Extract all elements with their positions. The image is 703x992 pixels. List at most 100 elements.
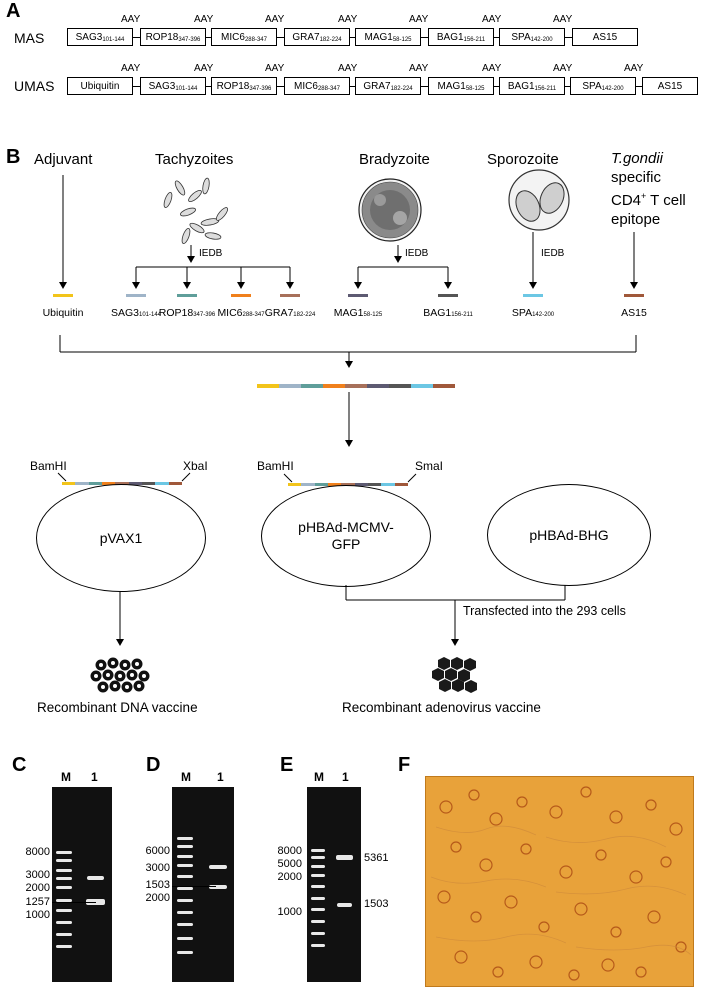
gel-c-ladder-band	[56, 851, 72, 854]
sporozoite-heading: Sporozoite	[487, 151, 559, 168]
pvax1-insert-bag1-piece	[141, 482, 156, 485]
segment-mag1-name: MAG1	[333, 307, 364, 319]
pvax1-insert-gra7-piece	[115, 482, 129, 485]
aay-linker-label: AAY	[121, 14, 141, 25]
segment-mic6-name: MIC6	[217, 307, 243, 319]
phbad-insert-as15-piece	[394, 483, 408, 486]
linker-line	[350, 86, 355, 87]
umas-fragment-as15: AS15	[642, 77, 698, 95]
umas-fragment-ubiquitin: Ubiquitin	[67, 77, 133, 95]
mas-fragment-sag3-range: 101-144	[102, 36, 125, 43]
fusion-gra7-piece	[345, 384, 367, 388]
pvax1-insert-rop18-piece	[88, 482, 102, 485]
panel-f-label: F	[398, 754, 411, 776]
pvax1-label: pVAX1	[99, 529, 143, 546]
segment-mag1-range: 58-125	[363, 312, 383, 318]
iedb-label-tachyzoite: IEDB	[199, 248, 223, 259]
dna-vaccine-label: Recombinant DNA vaccine	[37, 700, 198, 715]
phbad-insert-gra7-piece	[341, 483, 355, 486]
transfection-label: Transfected into the 293 cells	[463, 604, 626, 618]
segment-spa-label: SPA142-200	[512, 307, 554, 319]
segment-ubiquitin-name: Ubiquitin	[42, 307, 84, 319]
fusion-mic6-piece	[323, 384, 345, 388]
gel-c-1257-pointer	[52, 902, 96, 903]
gel-e-marker-2000: 2000	[277, 871, 302, 883]
aay-linker-label: AAY	[194, 63, 214, 74]
linker-line	[133, 37, 140, 38]
iedb-label-sporozoite: IEDB	[541, 248, 565, 259]
phbad-insert-rop18-piece	[314, 483, 328, 486]
aay-linker-label: AAY	[553, 63, 573, 74]
gel-e-sample-band	[336, 855, 353, 860]
segment-as15-label: AS15	[621, 307, 647, 319]
tachyzoite-icon	[163, 177, 229, 244]
gel-d-ladder-band	[177, 855, 193, 858]
gel-c-lane-label: 1	[91, 770, 98, 784]
gel-c	[52, 787, 112, 982]
adenovirus-particles-icon	[432, 657, 477, 693]
segment-mic6-label: MIC6288-347	[217, 307, 264, 319]
mas-fragment-as15: AS15	[572, 28, 638, 46]
segment-bag1-tick	[438, 294, 458, 297]
segment-rop18-range: 347-396	[193, 312, 216, 318]
gel-d-marker-1503: 1503	[145, 879, 170, 891]
segment-ubiquitin-label: Ubiquitin	[43, 307, 84, 319]
cd4-prefix: CD4	[611, 192, 642, 209]
fusion-mag1-piece	[367, 384, 389, 388]
segment-rop18-name: ROP18	[158, 307, 194, 319]
smai-label: SmaI	[415, 459, 444, 473]
umas-fragment-spa-name: SPA	[582, 80, 602, 92]
pvax1-insert-as15-piece	[168, 482, 182, 485]
umas-fragment-mag1-range: 58-125	[465, 85, 485, 92]
gel-c-marker-1257: 1257	[25, 896, 50, 908]
gel-e-ladder-band	[311, 920, 325, 923]
segment-mic6-tick	[231, 294, 251, 297]
mas-fragment-mic6-range: 288-347	[244, 36, 267, 43]
segment-gra7-range: 182-224	[293, 312, 316, 318]
segment-gra7-name: GRA7	[264, 307, 294, 319]
panel-a-label: A	[6, 0, 21, 22]
gel-e-band-label-5361: 5361	[364, 852, 389, 864]
gel-c-marker-8000: 8000	[25, 846, 50, 858]
gel-e-marker-8000: 8000	[277, 845, 302, 857]
sporozoite-oocyst-icon	[508, 169, 570, 231]
umas-fragment-spa-range: 142-200	[601, 85, 624, 92]
gel-c-ladder-band	[56, 909, 72, 912]
linker-line	[565, 86, 570, 87]
mas-fragment-rop18-name: ROP18	[145, 31, 179, 43]
mas-label: MAS	[14, 30, 45, 46]
linker-line	[206, 86, 211, 87]
linker-line	[350, 37, 355, 38]
umas-fragment-mic6-name: MIC6	[294, 80, 318, 92]
gel-c-ladder-band	[56, 877, 72, 880]
umas-fragment-as15-name: AS15	[657, 80, 683, 92]
segment-sag3-label: SAG3101-144	[111, 307, 161, 319]
phbad-insert-ubiquitin-piece	[288, 483, 302, 486]
gel-e-ladder-band	[311, 849, 325, 852]
gel-d-1503-pointer	[172, 886, 216, 887]
umas-fragment-ubiquitin-name: Ubiquitin	[80, 80, 120, 92]
segment-spa-range: 142-200	[532, 312, 555, 318]
umas-fragment-bag1-name: BAG1	[507, 80, 535, 92]
phbad-line2: GFP	[331, 536, 361, 552]
gel-e-lane-label: 1	[342, 770, 349, 784]
fusion-rop18-piece	[301, 384, 323, 388]
phbad-insert-spa-piece	[381, 483, 395, 486]
cd4-suffix: T cell	[646, 192, 686, 209]
segment-mag1-label: MAG158-125	[334, 307, 382, 319]
segment-mag1-tick	[348, 294, 368, 297]
gel-d-ladder-band	[177, 887, 193, 890]
gel-e-ladder-band	[311, 932, 325, 935]
phbad-insert-sag3-piece	[301, 483, 315, 486]
umas-label: UMAS	[14, 78, 55, 94]
aay-linker-label: AAY	[624, 63, 644, 74]
segment-as15-tick	[624, 294, 644, 297]
mas-fragment-mag1-range: 58-125	[392, 36, 412, 43]
mas-fragment-gra7-range: 182-224	[319, 36, 342, 43]
panel-b-label: B	[6, 146, 21, 168]
